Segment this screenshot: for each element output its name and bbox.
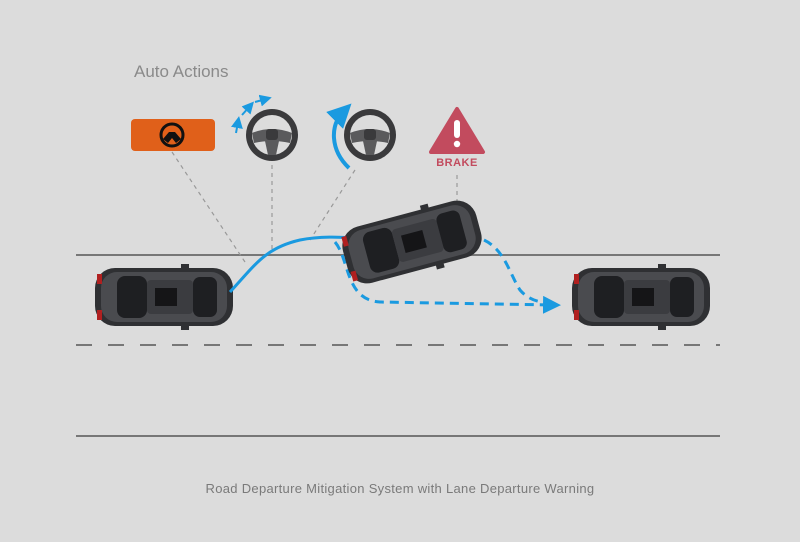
caption: Road Departure Mitigation System with La…	[205, 481, 595, 496]
steering-assist-wheel-icon	[344, 109, 396, 161]
car-drifting	[95, 264, 233, 330]
car-departing	[336, 192, 488, 292]
steering-wheel-vibration-icon	[246, 109, 298, 161]
brake-label: BRAKE	[436, 157, 478, 169]
steering-rotation-arrow-icon	[326, 103, 352, 170]
brake-path	[483, 238, 553, 305]
vibration-arrows-icon	[231, 94, 272, 134]
steering-warning-icon	[159, 122, 185, 148]
auto-actions-title: Auto Actions	[134, 62, 229, 81]
car-recovered	[572, 264, 710, 330]
correction-path	[333, 241, 561, 314]
brake-warning-icon	[429, 107, 485, 154]
departure-path	[228, 235, 356, 294]
